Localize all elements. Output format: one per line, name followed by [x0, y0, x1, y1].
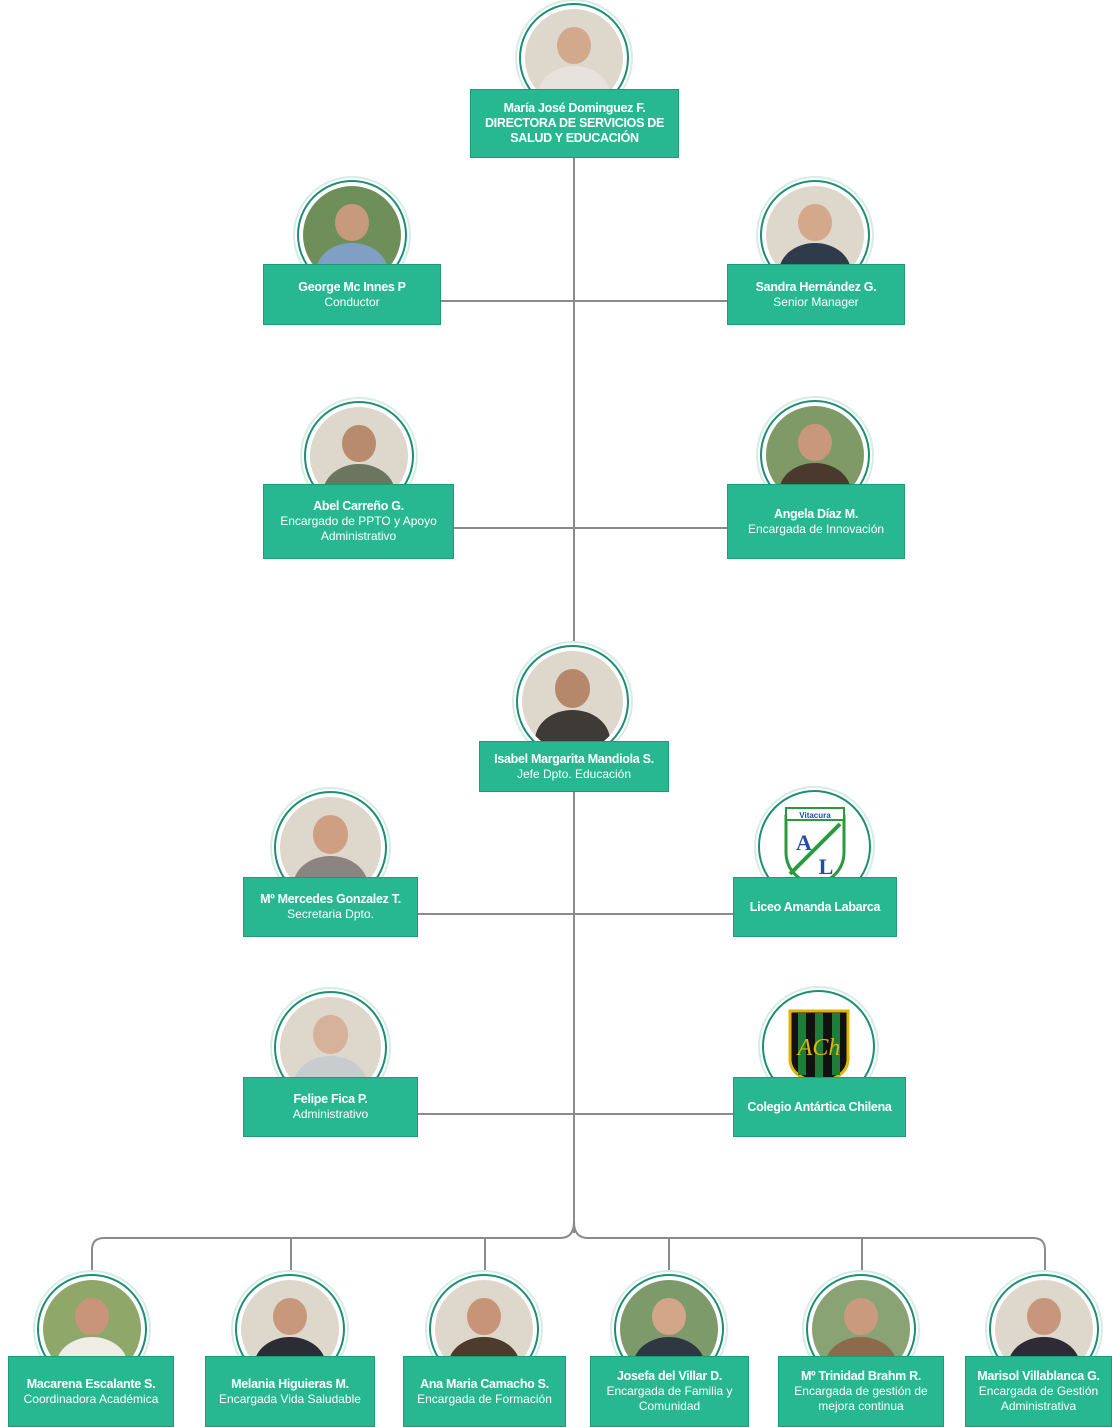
- team-card-melania: Melania Higuieras M. Encargada Vida Salu…: [205, 1356, 375, 1427]
- education-staff-name: Felipe Fica P.: [293, 1092, 368, 1106]
- education-head-name: Isabel Margarita Mandiola S.: [494, 751, 654, 766]
- education-staff-role: Administrativo: [292, 1107, 369, 1121]
- school-card-liceo: Liceo Amanda Labarca: [733, 877, 897, 937]
- education-staff-name: Mº Mercedes Gonzalez T.: [260, 892, 401, 906]
- team-role: Coordinadora Académica: [23, 1391, 159, 1406]
- director-role-line1: DIRECTORA DE SERVICIOS DE: [484, 116, 665, 130]
- staff-card-abel: Abel Carreño G. Encargado de PPTO y Apoy…: [263, 484, 454, 559]
- liceo-logo-letter-a: A: [796, 830, 812, 855]
- staff-role: Encargada de Innovación: [747, 521, 885, 536]
- education-head-photo: [516, 645, 629, 758]
- team-name: Ana Maria Camacho S.: [420, 1376, 549, 1391]
- liceo-logo-letter-l: L: [818, 854, 833, 879]
- liceo-shield-icon: Vitacura A L: [784, 806, 845, 888]
- director-card: María José Dominguez F. DIRECTORA DE SER…: [470, 89, 679, 158]
- school-name: Colegio Antártica Chilena: [747, 1099, 892, 1114]
- staff-role: Encargado de PPTO y Apoyo Administrativo: [280, 514, 437, 543]
- team-role: Encargada Vida Saludable: [219, 1391, 361, 1406]
- team-name: Macarena Escalante S.: [26, 1376, 156, 1391]
- team-role: Encargada de gestión de mejora continua: [794, 1384, 928, 1413]
- staff-card-angela: Angela Díaz M. Encargada de Innovación: [727, 484, 905, 559]
- education-head-role: Jefe Dpto. Educación: [516, 766, 632, 781]
- team-role: Encargada de Formación: [417, 1391, 552, 1406]
- team-name: Mº Trinidad Brahm R.: [800, 1369, 922, 1383]
- staff-name: George Mc Innes P: [298, 279, 406, 294]
- director-name: María José Dominguez F.: [503, 101, 646, 115]
- staff-card-george: George Mc Innes P Conductor: [263, 264, 441, 325]
- team-card-ana-maria: Ana Maria Camacho S. Encargada de Formac…: [403, 1356, 566, 1427]
- liceo-logo-text: Vitacura: [799, 811, 831, 820]
- team-name: Marisol Villablanca G.: [977, 1369, 1100, 1383]
- education-staff-card-mercedes: Mº Mercedes Gonzalez T. Secretaria Dpto.: [243, 877, 418, 937]
- staff-name: Sandra Hernández G.: [755, 279, 877, 294]
- director-role-line2: SALUD Y EDUCACIÓN: [510, 131, 639, 145]
- team-card-marisol: Marisol Villablanca G. Encargada de Gest…: [965, 1356, 1112, 1427]
- staff-card-sandra: Sandra Hernández G. Senior Manager: [727, 264, 905, 325]
- team-name: Melania Higuieras M.: [231, 1376, 349, 1391]
- team-card-josefa: Josefa del Villar D. Encargada de Famili…: [590, 1356, 749, 1427]
- staff-name: Abel Carreño G.: [313, 499, 404, 513]
- staff-role: Conductor: [324, 294, 380, 309]
- education-staff-card-felipe: Felipe Fica P. Administrativo: [243, 1077, 418, 1137]
- colegio-logo-letters: ACh: [795, 1035, 840, 1061]
- team-card-macarena: Macarena Escalante S. Coordinadora Acadé…: [8, 1356, 174, 1427]
- education-staff-role: Secretaria Dpto.: [287, 907, 374, 921]
- staff-role: Senior Manager: [773, 294, 859, 309]
- colegio-shield-icon: ACh: [788, 1009, 849, 1085]
- school-card-colegio: Colegio Antártica Chilena: [733, 1077, 906, 1137]
- education-head-card: Isabel Margarita Mandiola S. Jefe Dpto. …: [479, 741, 669, 792]
- school-name: Liceo Amanda Labarca: [749, 899, 881, 914]
- team-name: Josefa del Villar D.: [617, 1369, 722, 1383]
- staff-name: Angela Díaz M.: [773, 506, 858, 521]
- team-role: Encargada de Gestión Administrativa: [978, 1384, 1099, 1413]
- team-role: Encargada de Familia y Comunidad: [606, 1384, 733, 1413]
- team-card-trinidad: Mº Trinidad Brahm R. Encargada de gestió…: [778, 1356, 944, 1427]
